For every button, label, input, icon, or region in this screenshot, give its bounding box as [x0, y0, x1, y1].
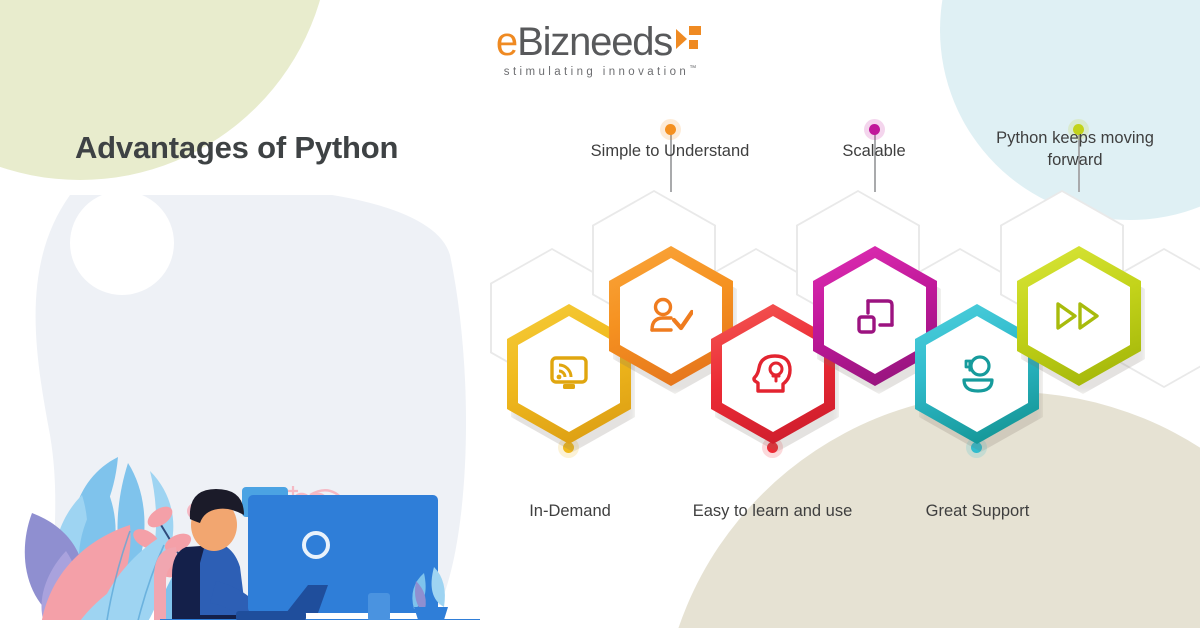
hexagon-node-easy-to-learn-and-use[interactable]: [711, 304, 839, 452]
logo-trademark: ™: [689, 65, 697, 72]
hexagon-chain-diagram: In-Demand Simple to Understand Easy to l…: [480, 100, 1200, 580]
hexagon-face: [620, 258, 722, 374]
hexagon-node-python-keeps-moving-forward[interactable]: [1017, 246, 1145, 394]
connector-stem-simple-to-understand: [670, 130, 672, 192]
brand-logo: e Bizneeds stimulating innovation™: [0, 22, 1200, 78]
connector-dot-great-support: [966, 437, 987, 458]
logo-wordmark: Bizneeds: [517, 20, 673, 64]
connector-dot-easy-to-learn: [762, 437, 783, 458]
fast-forward-icon: [1017, 246, 1141, 386]
logo-tagline-text: stimulating innovation: [503, 65, 690, 78]
hexagon-face: [824, 258, 926, 374]
connector-stem-python-moving-forward: [1078, 130, 1080, 192]
connector-dot-simple-to-understand: [660, 119, 681, 140]
connector-dot-in-demand: [558, 437, 579, 458]
connector-stem-scalable: [874, 130, 876, 192]
connector-dot-scalable: [864, 119, 885, 140]
node-label-python-keeps-moving-forward: Python keeps moving forward: [996, 129, 1154, 170]
logo-tagline: stimulating innovation™: [0, 65, 1200, 78]
screen-cast-icon: [507, 304, 631, 444]
resize-squares-icon: [813, 246, 937, 386]
node-label-easy-to-learn-and-use: Easy to learn and use: [692, 502, 853, 520]
page-title: Advantages of Python: [75, 130, 399, 165]
head-idea-icon: [711, 304, 835, 444]
node-label-scalable: Scalable: [842, 142, 906, 160]
user-check-icon: [609, 246, 733, 386]
logo-arrow-node-icon: [676, 25, 704, 57]
connector-dot-python-moving-forward: [1068, 119, 1089, 140]
node-label-great-support: Great Support: [925, 502, 1030, 520]
node-label-simple-to-understand: Simple to Understand: [590, 142, 750, 160]
support-headset-icon: [915, 304, 1039, 444]
developer-at-desk-illustration: [10, 185, 480, 628]
logo-letter-e: e: [495, 20, 518, 64]
hexagon-face: [518, 316, 620, 432]
node-label-in-demand: In-Demand: [529, 502, 611, 520]
